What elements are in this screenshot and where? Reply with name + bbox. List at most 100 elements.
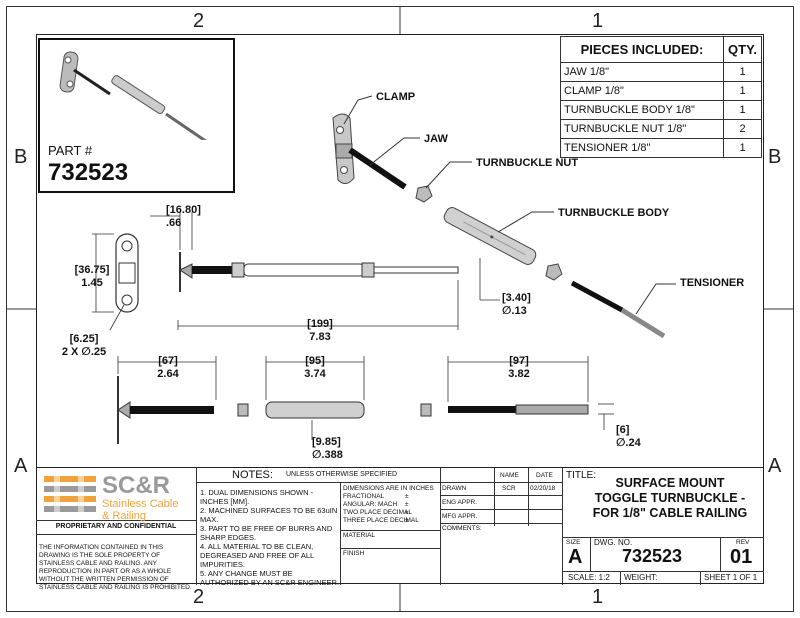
- exploded-isometric-view: [332, 95, 676, 339]
- dim-clamp-thickness: [16.80] .66: [166, 204, 208, 230]
- disclaimer-text: THE INFORMATION CONTAINED IN THIS DRAWIN…: [39, 544, 192, 591]
- dim-body-length: [95] 3.74: [293, 355, 337, 381]
- finish-label: FINISH: [343, 550, 365, 557]
- pieces-header-name: PIECES INCLUDED:: [560, 36, 724, 63]
- note-item: 4. ALL MATERIAL TO BE CLEAN, DEGREASED A…: [200, 542, 314, 569]
- table-row: TURNBUCKLE BODY 1/8"1: [560, 100, 762, 120]
- tol-pm: ±: [405, 501, 409, 508]
- lower-dimension-lines: [117, 356, 614, 440]
- weight-text: WEIGHT:: [624, 573, 658, 582]
- tol-pm: ±: [405, 517, 409, 524]
- tolerance-block: DIMENSIONS ARE IN INCHES FRACTIONAL ± AN…: [343, 485, 439, 525]
- dim-value-in: ∅.388: [312, 449, 343, 461]
- zone-marker-left-a: A: [14, 455, 28, 477]
- drawn-label: DRAWN: [442, 485, 467, 492]
- zone-marker-bottom-2: 2: [193, 586, 205, 608]
- company-logo: SC&R Stainless Cable & Railing: [40, 472, 230, 522]
- dim-value-in: 3.82: [508, 368, 530, 380]
- dim-value-mm: [16.80]: [166, 204, 201, 216]
- table-row: JAW 1/8"1: [560, 62, 762, 82]
- title-line: FOR 1/8" CABLE RAILING: [592, 506, 748, 520]
- zone-marker-right-b: B: [768, 146, 782, 168]
- notes-list: 1. DUAL DIMENSIONS SHOWN - INCHES [MM]. …: [200, 488, 340, 587]
- dim-value-mm: [36.75]: [74, 264, 110, 276]
- table-row: TURNBUCKLE NUT 1/8"2: [560, 119, 762, 139]
- tol-line-row: THREE PLACE DECIMAL ±: [343, 517, 439, 525]
- dim-value-mm: [3.40]: [502, 292, 531, 304]
- dim-value-in: 7.83: [309, 331, 331, 343]
- assembled-side-view: [179, 252, 459, 292]
- turnbuckle-nut-1-shape: [415, 185, 433, 203]
- tol-line: ANGULAR: MACH: [343, 501, 398, 508]
- turnbuckle-body-shape: [443, 207, 537, 265]
- dim-value-mm: [97]: [509, 355, 529, 367]
- logo-subtitle-1: Stainless Cable: [102, 498, 179, 510]
- title-line: TOGGLE TURNBUCKLE -: [594, 491, 746, 505]
- tb-divider: [440, 495, 562, 496]
- tb-divider: [440, 468, 441, 585]
- tb-divider: [562, 537, 764, 538]
- dim-tensioner-diameter: [6] ∅.24: [616, 424, 656, 450]
- dwg-number: 732523: [622, 546, 683, 566]
- callout-tensioner: TENSIONER: [680, 277, 745, 289]
- tol-line: THREE PLACE DECIMAL: [343, 517, 419, 524]
- zone-marker-right-a: A: [768, 455, 782, 477]
- tb-divider: [720, 537, 721, 571]
- proprietary-label: PROPRIETARY AND CONFIDENTIAL: [55, 523, 177, 530]
- tb-divider: [340, 482, 341, 585]
- drawn-name: SCR: [502, 485, 516, 492]
- eng-appr-label: ENG APPR.: [442, 499, 478, 506]
- orthographic-views: [92, 212, 614, 444]
- piece-name: TURNBUCKLE NUT 1/8": [560, 119, 724, 139]
- logo-text: SC&R: [102, 472, 171, 499]
- part-inset-box: PART # 732523: [38, 38, 235, 193]
- part-number: 732523: [48, 159, 129, 186]
- tol-pm: ±: [405, 509, 409, 516]
- tol-line-row: TWO PLACE DECIMAL ±: [343, 509, 439, 517]
- zone-marker-bottom-1: 1: [592, 586, 604, 608]
- tb-divider: [494, 468, 495, 526]
- dim-value-in: ∅.13: [502, 305, 527, 317]
- dim-value-in: 2 X ∅.25: [61, 346, 107, 358]
- logo-mark: [44, 476, 96, 516]
- dwg-label: DWG. NO.: [594, 538, 633, 547]
- title-line: SURFACE MOUNT: [615, 476, 725, 490]
- callout-turnbuckle-body: TURNBUCKLE BODY: [558, 207, 670, 219]
- rev-label: REV: [736, 539, 750, 546]
- comments-label: COMMENTS:: [442, 525, 482, 532]
- note-item: 5. ANY CHANGE MUST BE AUTHORIZED BY AN S…: [200, 569, 340, 587]
- upper-dimension-lines: [92, 212, 500, 331]
- drawn-date: 02/20/18: [530, 485, 556, 492]
- tb-divider: [196, 468, 197, 585]
- dim-hole-diameter: [6.25] 2 X ∅.25: [54, 333, 114, 359]
- size-value: A: [568, 546, 583, 568]
- piece-name: CLAMP 1/8": [560, 81, 724, 101]
- piece-name: TURNBUCKLE BODY 1/8": [560, 100, 724, 120]
- tol-line: FRACTIONAL: [343, 493, 385, 500]
- leader-turnbuckle-body: [497, 211, 554, 233]
- sheet-inner-border: [36, 34, 764, 584]
- logo-subtitle-2: & Railing: [102, 510, 147, 522]
- dim-value-in: 3.74: [304, 368, 326, 380]
- jaw-rod-shape: [348, 147, 407, 190]
- dim-overall-length: [199] 7.83: [298, 318, 342, 344]
- tol-line: DIMENSIONS ARE IN INCHES: [343, 485, 434, 492]
- dim-tensioner-bore: [3.40] ∅.13: [502, 292, 542, 318]
- tol-pm: ±: [405, 493, 409, 500]
- exploded-side-view: [117, 376, 589, 444]
- leader-tensioner: [635, 283, 676, 315]
- note-item: 2. MACHINED SURFACES TO BE 63uIN MAX.: [200, 506, 338, 524]
- callout-turnbuckle-nut: TURNBUCKLE NUT: [476, 157, 579, 169]
- callout-clamp: CLAMP: [376, 91, 416, 103]
- sheet-text: SHEET 1 OF 1: [704, 573, 758, 582]
- rev-value: 01: [730, 546, 753, 568]
- tb-divider: [440, 523, 562, 524]
- part-label: PART #: [48, 143, 93, 158]
- scale-text: SCALE: 1:2: [568, 573, 610, 582]
- tb-divider: [562, 571, 764, 572]
- dim-value-in: 2.64: [157, 368, 179, 380]
- leader-clamp: [343, 95, 373, 125]
- piece-qty: 1: [723, 138, 762, 158]
- dim-value-mm: [9.85]: [312, 436, 341, 448]
